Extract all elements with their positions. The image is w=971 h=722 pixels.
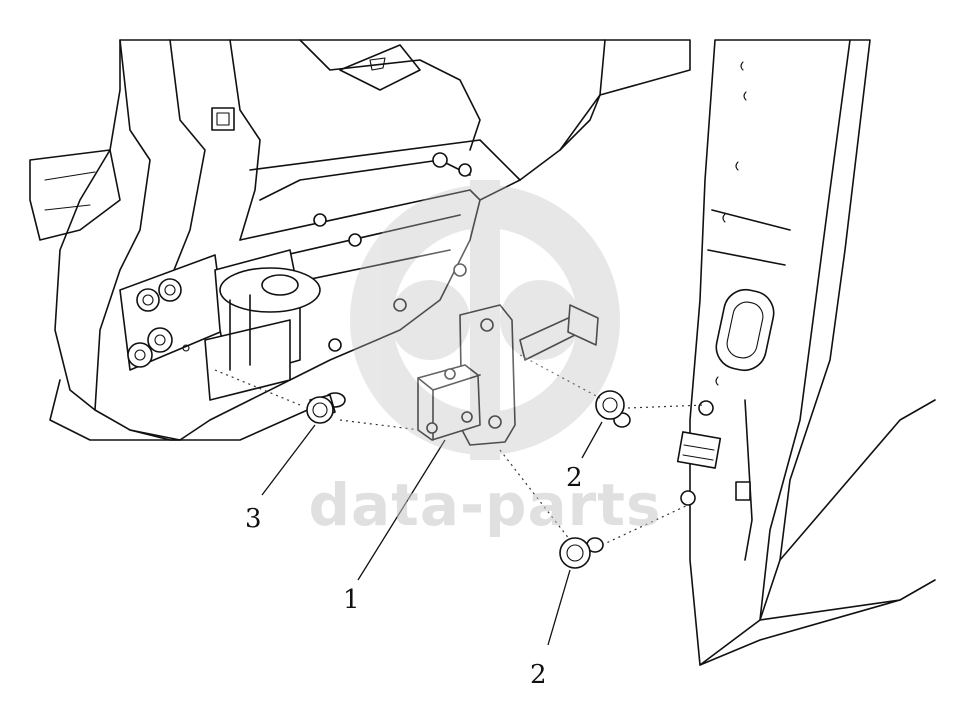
lower-mounting-bolt [559, 537, 604, 569]
watermark: data-parts [308, 180, 661, 539]
body-mounting-bolt [306, 392, 346, 424]
callouts: 1 2 2 3 [245, 463, 583, 690]
door-hinge [119, 249, 321, 401]
upper-mounting-bolt [595, 390, 631, 428]
door-panel [676, 39, 936, 666]
gb-logo-icon [350, 180, 620, 460]
callout-3: 3 [245, 504, 262, 534]
assembly-lines [214, 354, 706, 546]
watermark-text: data-parts [308, 471, 661, 539]
callout-2-lower: 2 [530, 660, 547, 690]
callout-1: 1 [343, 585, 360, 615]
callout-2-upper: 2 [566, 463, 583, 493]
leader-lines [261, 421, 603, 646]
